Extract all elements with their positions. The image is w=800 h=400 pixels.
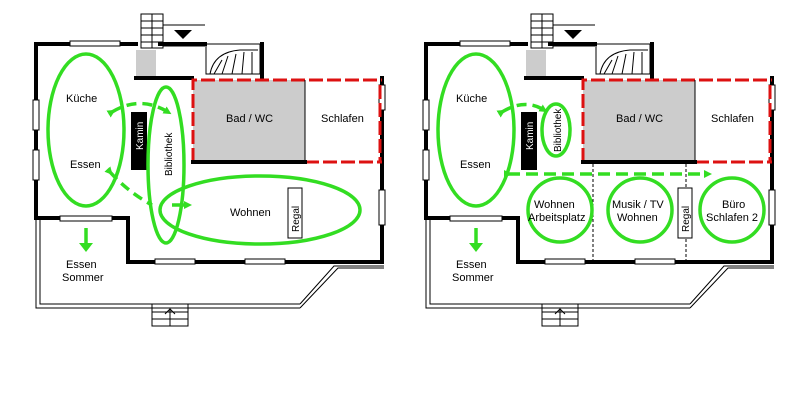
kitchen-dining-zone: [436, 52, 516, 208]
kitchen-dining-zone: [46, 52, 126, 208]
spiral-stair: [205, 43, 261, 75]
entrance-arrow-icon: [564, 30, 582, 39]
buero-label-2: Schlafen 2: [706, 212, 758, 224]
schlafen-label: Schlafen: [321, 113, 364, 125]
wohnen-label: Wohnen: [230, 207, 271, 219]
library-zone: [540, 102, 572, 158]
spiral-stair: [595, 43, 651, 75]
bath-room: [193, 80, 305, 162]
bibliothek-label: Bibliothek: [164, 132, 175, 176]
terrace: [425, 218, 774, 327]
regal-label: Regal: [291, 206, 302, 232]
kamin-block: [131, 112, 147, 170]
kamin-block: [521, 112, 537, 170]
windows: [422, 40, 776, 265]
summer-arrow-icon: [469, 243, 483, 252]
essen-sommer-label-1: Essen: [456, 259, 487, 271]
essen-sommer-label-2: Sommer: [452, 272, 494, 284]
living-zone: [158, 174, 362, 246]
flow-arrow-dining-living: [104, 166, 153, 207]
essen-label: Essen: [460, 159, 491, 171]
flow-overlay: [46, 52, 362, 252]
terrace: [35, 218, 384, 327]
essen-sommer-label-1: Essen: [66, 259, 97, 271]
flow-overlay: [436, 52, 766, 252]
summer-arrow-icon: [79, 243, 93, 252]
bath-room: [583, 80, 695, 162]
schlafen-label: Schlafen: [711, 113, 754, 125]
bibliothek-label: Bibliothek: [553, 108, 564, 152]
windows: [32, 40, 386, 265]
buero-label-1: Büro: [722, 199, 745, 211]
kamin-label: Kamin: [135, 122, 146, 150]
wohnen-zone: [526, 176, 594, 244]
floor-plan-current: Kamin Regal Küche: [32, 13, 386, 327]
landing: [526, 50, 546, 78]
regal-label: Regal: [681, 206, 692, 232]
regal-block: [287, 187, 303, 239]
flow-arrow-kitchen-library: [496, 102, 548, 118]
kamin-label: Kamin: [525, 122, 536, 150]
musik-zone: [606, 176, 674, 244]
musik-label-1: Musik / TV: [612, 199, 664, 211]
bad-label: Bad / WC: [226, 113, 273, 125]
floor-plan-proposed: Kamin Regal Küche Essen: [422, 13, 776, 327]
musik-label-2: Wohnen: [617, 212, 658, 224]
essen-sommer-label-2: Sommer: [62, 272, 104, 284]
kueche-label: Küche: [456, 93, 487, 105]
essen-label: Essen: [70, 159, 101, 171]
library-zone: [146, 85, 186, 245]
landing: [136, 50, 156, 78]
room-labels: Küche Essen Bibliothek Bad / WC Schlafen…: [452, 93, 758, 284]
bad-label: Bad / WC: [616, 113, 663, 125]
wohnen-label-2: Arbeitsplatz: [528, 212, 585, 224]
entrance-arrow-icon: [174, 30, 192, 39]
kueche-label: Küche: [66, 93, 97, 105]
regal-block: [677, 187, 693, 239]
walls: [424, 42, 774, 264]
wohnen-label-1: Wohnen: [534, 199, 575, 211]
buero-zone: [698, 176, 766, 244]
flow-arrow-kitchen-library: [106, 101, 172, 118]
room-labels: Küche Essen Bibliothek Bad / WC Schlafen…: [62, 93, 364, 284]
